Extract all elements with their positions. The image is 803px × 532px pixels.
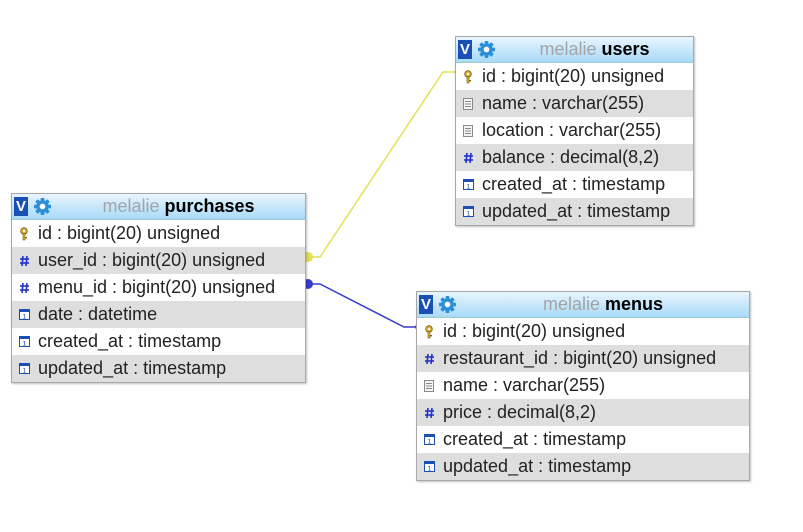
- database-name: melalie: [539, 39, 597, 59]
- table-column-row[interactable]: restaurant_id : bigint(20) unsigned: [417, 345, 749, 372]
- table-column-row[interactable]: id : bigint(20) unsigned: [417, 318, 749, 345]
- numeric-type-icon: [462, 152, 474, 164]
- table-column-row[interactable]: price : decimal(8,2): [417, 399, 749, 426]
- text-type-icon: [462, 124, 474, 137]
- table-column-row[interactable]: user_id : bigint(20) unsigned: [12, 247, 305, 274]
- table-name: menus: [605, 294, 664, 314]
- column-definition: menu_id : bigint(20) unsigned: [38, 277, 276, 297]
- numeric-type-icon: [18, 255, 30, 267]
- table-column-row[interactable]: balance : decimal(8,2): [456, 144, 693, 171]
- svg-text:1: 1: [466, 183, 470, 191]
- key-icon: [462, 69, 474, 84]
- table-column-row[interactable]: 1 updated_at : timestamp: [417, 453, 749, 480]
- table-column-row[interactable]: id : bigint(20) unsigned: [12, 220, 305, 247]
- column-definition: created_at : timestamp: [482, 174, 666, 194]
- datetime-type-icon: 1: [423, 461, 435, 472]
- datetime-type-icon: 1: [462, 179, 474, 190]
- column-definition: updated_at : timestamp: [38, 358, 227, 378]
- relation-purchases-menus[interactable]: [308, 283, 417, 328]
- table-column-row[interactable]: location : varchar(255): [456, 117, 693, 144]
- table-menus[interactable]: V melalie menus id : bigint(20) unsigned…: [416, 291, 750, 481]
- table-name: users: [601, 39, 650, 59]
- column-definition: updated_at : timestamp: [482, 201, 671, 221]
- column-definition: location : varchar(255): [482, 120, 662, 140]
- table-column-row[interactable]: 1 created_at : timestamp: [456, 171, 693, 198]
- table-title: melalie menus: [457, 292, 749, 317]
- column-definition: updated_at : timestamp: [443, 456, 632, 476]
- table-column-row[interactable]: name : varchar(255): [456, 90, 693, 117]
- datetime-type-icon: 1: [18, 336, 30, 347]
- table-column-row[interactable]: name : varchar(255): [417, 372, 749, 399]
- key-icon: [423, 324, 435, 339]
- table-column-row[interactable]: 1 created_at : timestamp: [417, 426, 749, 453]
- table-title: melalie users: [496, 37, 693, 62]
- table-header[interactable]: V melalie purchases: [12, 194, 305, 220]
- column-definition: id : bigint(20) unsigned: [482, 66, 665, 86]
- column-definition: balance : decimal(8,2): [482, 147, 660, 167]
- numeric-type-icon: [423, 407, 435, 419]
- column-list: id : bigint(20) unsigned restaurant_id : …: [417, 318, 749, 480]
- column-definition: date : datetime: [38, 304, 158, 324]
- datetime-type-icon: 1: [18, 309, 30, 320]
- gear-icon[interactable]: [438, 295, 457, 314]
- table-name: purchases: [164, 196, 255, 216]
- gear-icon[interactable]: [477, 40, 496, 59]
- table-column-row[interactable]: menu_id : bigint(20) unsigned: [12, 274, 305, 301]
- table-column-row[interactable]: 1 updated_at : timestamp: [456, 198, 693, 225]
- datetime-type-icon: 1: [423, 434, 435, 445]
- svg-text:1: 1: [22, 340, 26, 348]
- table-header[interactable]: V melalie menus: [417, 292, 749, 318]
- svg-text:1: 1: [22, 313, 26, 321]
- database-name: melalie: [102, 196, 160, 216]
- text-type-icon: [423, 379, 435, 392]
- key-icon: [18, 226, 30, 241]
- column-definition: restaurant_id : bigint(20) unsigned: [443, 348, 717, 368]
- table-column-row[interactable]: 1 updated_at : timestamp: [12, 355, 305, 382]
- svg-text:1: 1: [466, 210, 470, 218]
- table-column-row[interactable]: 1 created_at : timestamp: [12, 328, 305, 355]
- text-type-icon: [462, 97, 474, 110]
- column-definition: price : decimal(8,2): [443, 402, 597, 422]
- table-title: melalie purchases: [52, 194, 305, 219]
- table-purchases[interactable]: V melalie purchases id : bigint(20) unsi…: [11, 193, 306, 383]
- collapse-toggle-button[interactable]: V: [419, 295, 433, 314]
- gear-icon[interactable]: [33, 197, 52, 216]
- column-definition: name : varchar(255): [443, 375, 606, 395]
- collapse-toggle-button[interactable]: V: [14, 197, 28, 216]
- column-list: id : bigint(20) unsigned user_id : bigint…: [12, 220, 305, 382]
- column-definition: id : bigint(20) unsigned: [38, 223, 221, 243]
- collapse-toggle-button[interactable]: V: [458, 40, 472, 59]
- column-definition: name : varchar(255): [482, 93, 645, 113]
- column-list: id : bigint(20) unsigned name : varchar(2…: [456, 63, 693, 225]
- column-definition: id : bigint(20) unsigned: [443, 321, 626, 341]
- column-definition: user_id : bigint(20) unsigned: [38, 250, 266, 270]
- relation-purchases-users[interactable]: [308, 71, 456, 258]
- datetime-type-icon: 1: [462, 206, 474, 217]
- database-name: melalie: [542, 294, 600, 314]
- table-header[interactable]: V melalie users: [456, 37, 693, 63]
- svg-text:1: 1: [427, 465, 431, 473]
- table-column-row[interactable]: id : bigint(20) unsigned: [456, 63, 693, 90]
- column-definition: created_at : timestamp: [38, 331, 222, 351]
- table-column-row[interactable]: 1 date : datetime: [12, 301, 305, 328]
- numeric-type-icon: [423, 353, 435, 365]
- datetime-type-icon: 1: [18, 363, 30, 374]
- svg-text:1: 1: [22, 367, 26, 375]
- numeric-type-icon: [18, 282, 30, 294]
- svg-text:1: 1: [427, 438, 431, 446]
- column-definition: created_at : timestamp: [443, 429, 627, 449]
- table-users[interactable]: V melalie users id : bigint(20) unsigned…: [455, 36, 694, 226]
